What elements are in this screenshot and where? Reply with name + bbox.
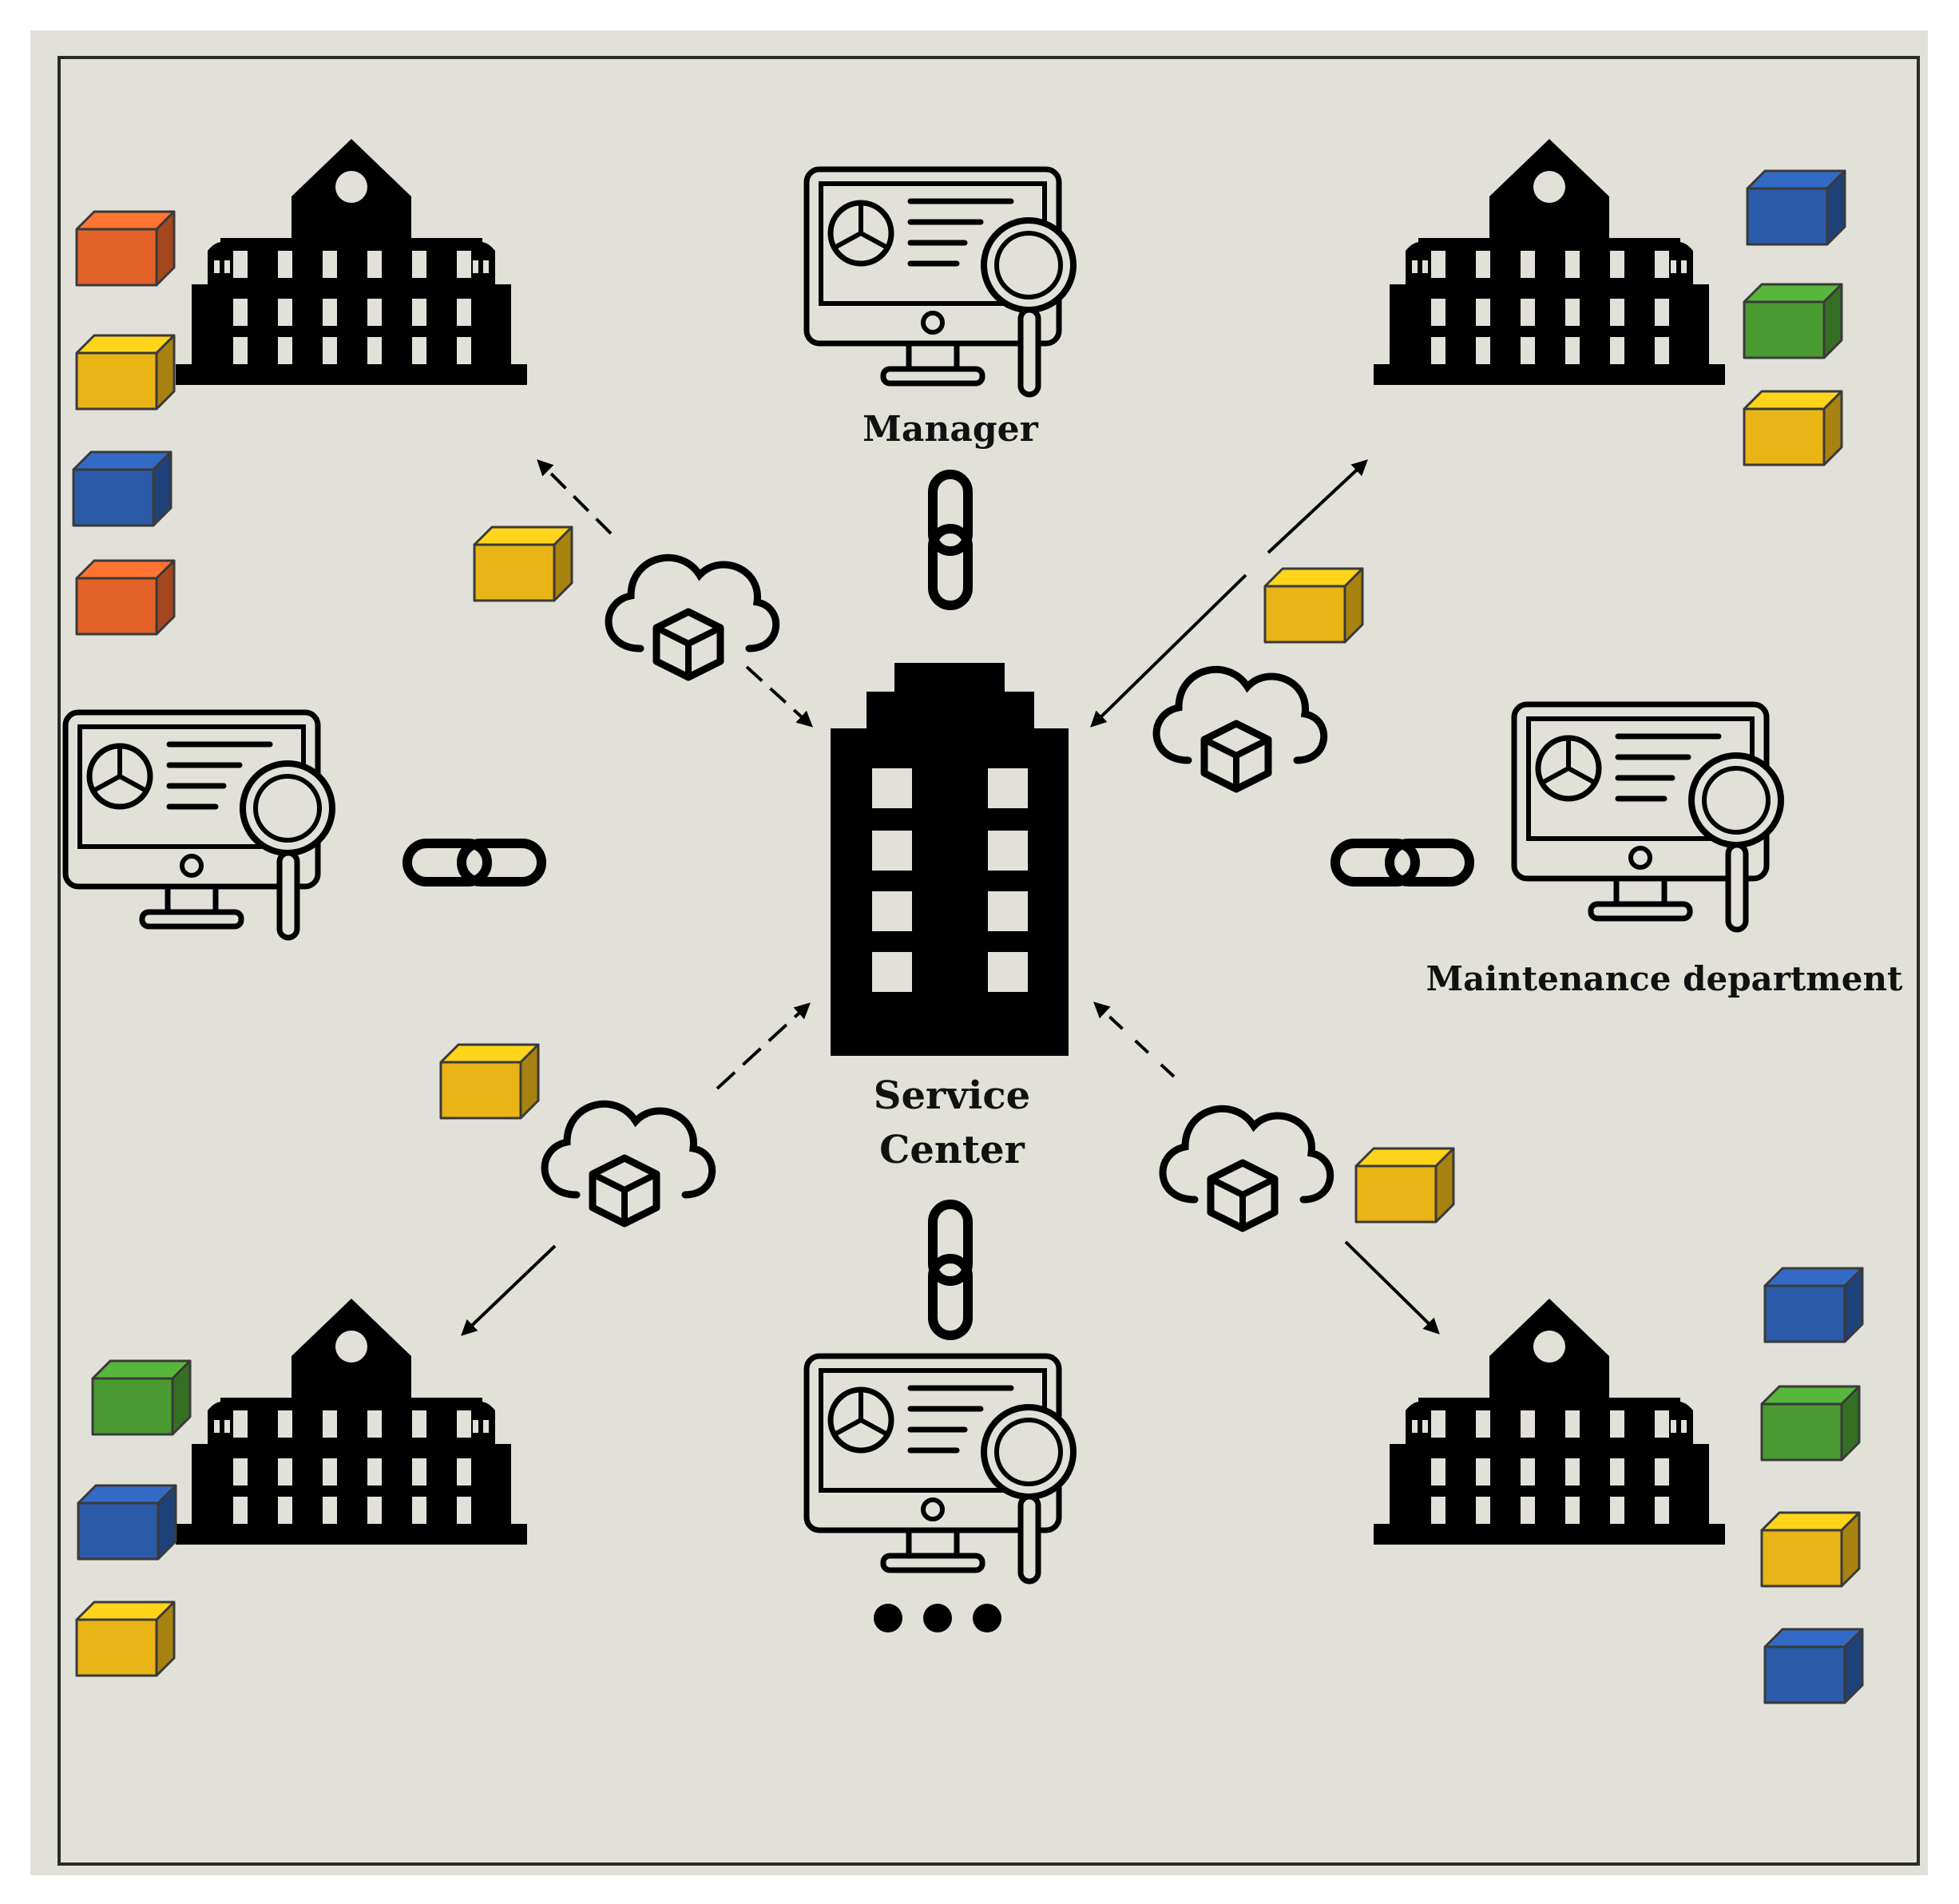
cube-icon-in-transit-4 — [1354, 1147, 1455, 1224]
cube-icon-top-left-3 — [72, 450, 173, 527]
cube-icon-in-transit-3 — [439, 1043, 540, 1120]
arrow-to-top-left-building — [537, 459, 613, 535]
cube-icon-bottom-right-1 — [1763, 1267, 1864, 1343]
service-center-building-icon — [831, 663, 1069, 1056]
cube-icon-top-right-1 — [1746, 169, 1846, 246]
arrow-to-bottom-right-building — [1344, 1240, 1440, 1335]
service-center-label-line2: Center — [879, 1128, 1025, 1172]
arrow-to-service-center-from-bottom-left — [716, 1002, 811, 1090]
cube-icon-in-transit-1 — [473, 526, 573, 602]
cube-icon-top-left-4 — [75, 559, 176, 636]
cube-icon-bottom-left-3 — [75, 1601, 176, 1677]
arrow-to-service-center-from-top-right — [1090, 573, 1247, 728]
cube-icon-bottom-right-2 — [1760, 1385, 1861, 1462]
arrow-to-bottom-left-building — [461, 1244, 557, 1336]
cube-icon-bottom-left-2 — [77, 1484, 177, 1561]
colored-blocks — [72, 169, 1864, 1704]
service-center-label-line1: Service — [874, 1073, 1030, 1118]
cube-icon-top-left-2 — [75, 334, 176, 411]
cube-icon-in-transit-2 — [1263, 567, 1364, 644]
ellipsis-icon — [874, 1604, 1001, 1632]
cube-icon-top-right-3 — [1743, 390, 1843, 466]
arrow-to-top-right-building — [1267, 459, 1368, 554]
arrow-to-service-center-from-top-left — [745, 665, 813, 728]
manager-label: Manager — [863, 409, 1038, 450]
maintenance-department-label: Maintenance department — [1426, 959, 1903, 998]
cube-icon-top-left-1 — [75, 210, 176, 287]
connection-arrows — [461, 459, 1440, 1336]
cube-icon-bottom-left-1 — [91, 1359, 192, 1436]
diagram-frame — [58, 56, 1920, 1866]
cube-icon-bottom-right-4 — [1763, 1628, 1864, 1704]
cube-icon-top-right-2 — [1743, 283, 1843, 359]
cube-icon-bottom-right-3 — [1760, 1511, 1861, 1588]
